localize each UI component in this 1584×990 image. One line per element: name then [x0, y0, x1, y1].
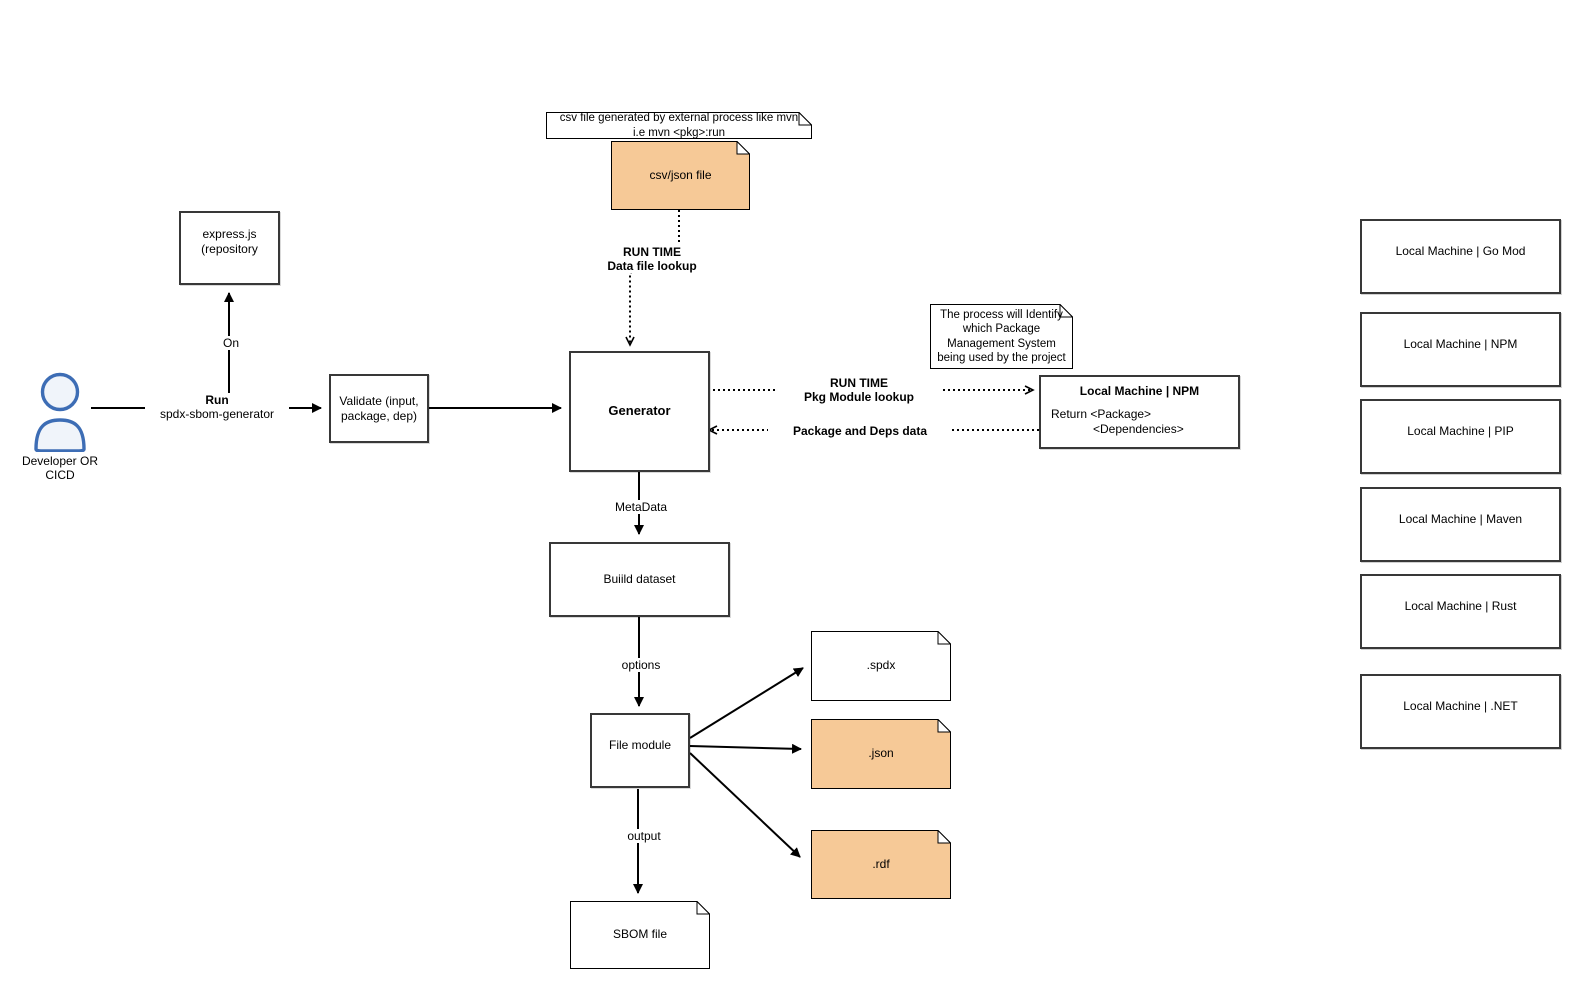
node-express: express.js (repository [179, 211, 280, 285]
node-sbom-file: SBOM file [570, 901, 710, 969]
edge-label-run: Run spdx-sbom-generator [145, 393, 289, 421]
node-sbom-file-shape [570, 901, 710, 969]
note-csv-line1: csv file generated by external process l… [559, 112, 799, 125]
note-package-management-shape [930, 304, 1073, 369]
node-local-machine-maven: Local Machine | Maven [1360, 487, 1561, 562]
node-validate: Validate (input, package, dep) [329, 374, 429, 443]
edge-label-on: On [216, 336, 246, 350]
node-rdf-file-shape [811, 830, 951, 899]
node-rdf-file: .rdf [811, 830, 951, 899]
edge-datafile-lookup [625, 210, 680, 347]
note-csv-process-shape [546, 112, 812, 139]
edge-label-datafile: RUN TIME Data file lookup [580, 245, 724, 273]
node-spdx-file-shape [811, 631, 951, 701]
developer-icon [34, 372, 86, 452]
note-csv-line2: i.e mvn <pkg>:run [632, 126, 726, 139]
node-local-machine-npm: Local Machine | NPM [1360, 312, 1561, 387]
edge-label-metadata: MetaData [599, 500, 683, 514]
node-spdx-file: .spdx [811, 631, 951, 701]
node-csv-json-file-shape [611, 141, 750, 210]
node-local-machine-pip: Local Machine | PIP [1360, 399, 1561, 474]
node-local-machine-gomod: Local Machine | Go Mod [1360, 219, 1561, 294]
developer-label: Developer OR CICD [21, 454, 99, 482]
note-package-management: The process will Identify which Package … [930, 304, 1073, 369]
edge-file-rdf [689, 752, 801, 858]
node-csv-json-file: csv/json file [611, 141, 750, 210]
node-local-machine-npm-detail: Local Machine | NPM Return <Package> <De… [1039, 375, 1240, 449]
node-local-machine-rust: Local Machine | Rust [1360, 574, 1561, 649]
note-csv-process: csv file generated by external process l… [546, 112, 812, 139]
edge-label-output: output [602, 829, 686, 843]
node-build-dataset: Buiild dataset [549, 542, 730, 617]
npm-detail-dependencies: <Dependencies> [1093, 422, 1184, 436]
edge-label-options: options [599, 658, 683, 672]
node-generator: Generator [569, 351, 710, 472]
node-json-file-shape [811, 719, 951, 789]
edge-label-pkg-deps: Package and Deps data [768, 424, 952, 438]
edge-file-json [689, 743, 802, 754]
node-json-file: .json [811, 719, 951, 789]
edge-file-spdx [689, 667, 804, 739]
npm-detail-title: Local Machine | NPM [1079, 384, 1200, 398]
node-file-module: File module [590, 713, 690, 788]
npm-detail-return: Return <Package> [1051, 407, 1152, 421]
edge-label-pkg-lookup: RUN TIME Pkg Module lookup [777, 376, 941, 404]
node-local-machine-dotnet: Local Machine | .NET [1360, 674, 1561, 749]
